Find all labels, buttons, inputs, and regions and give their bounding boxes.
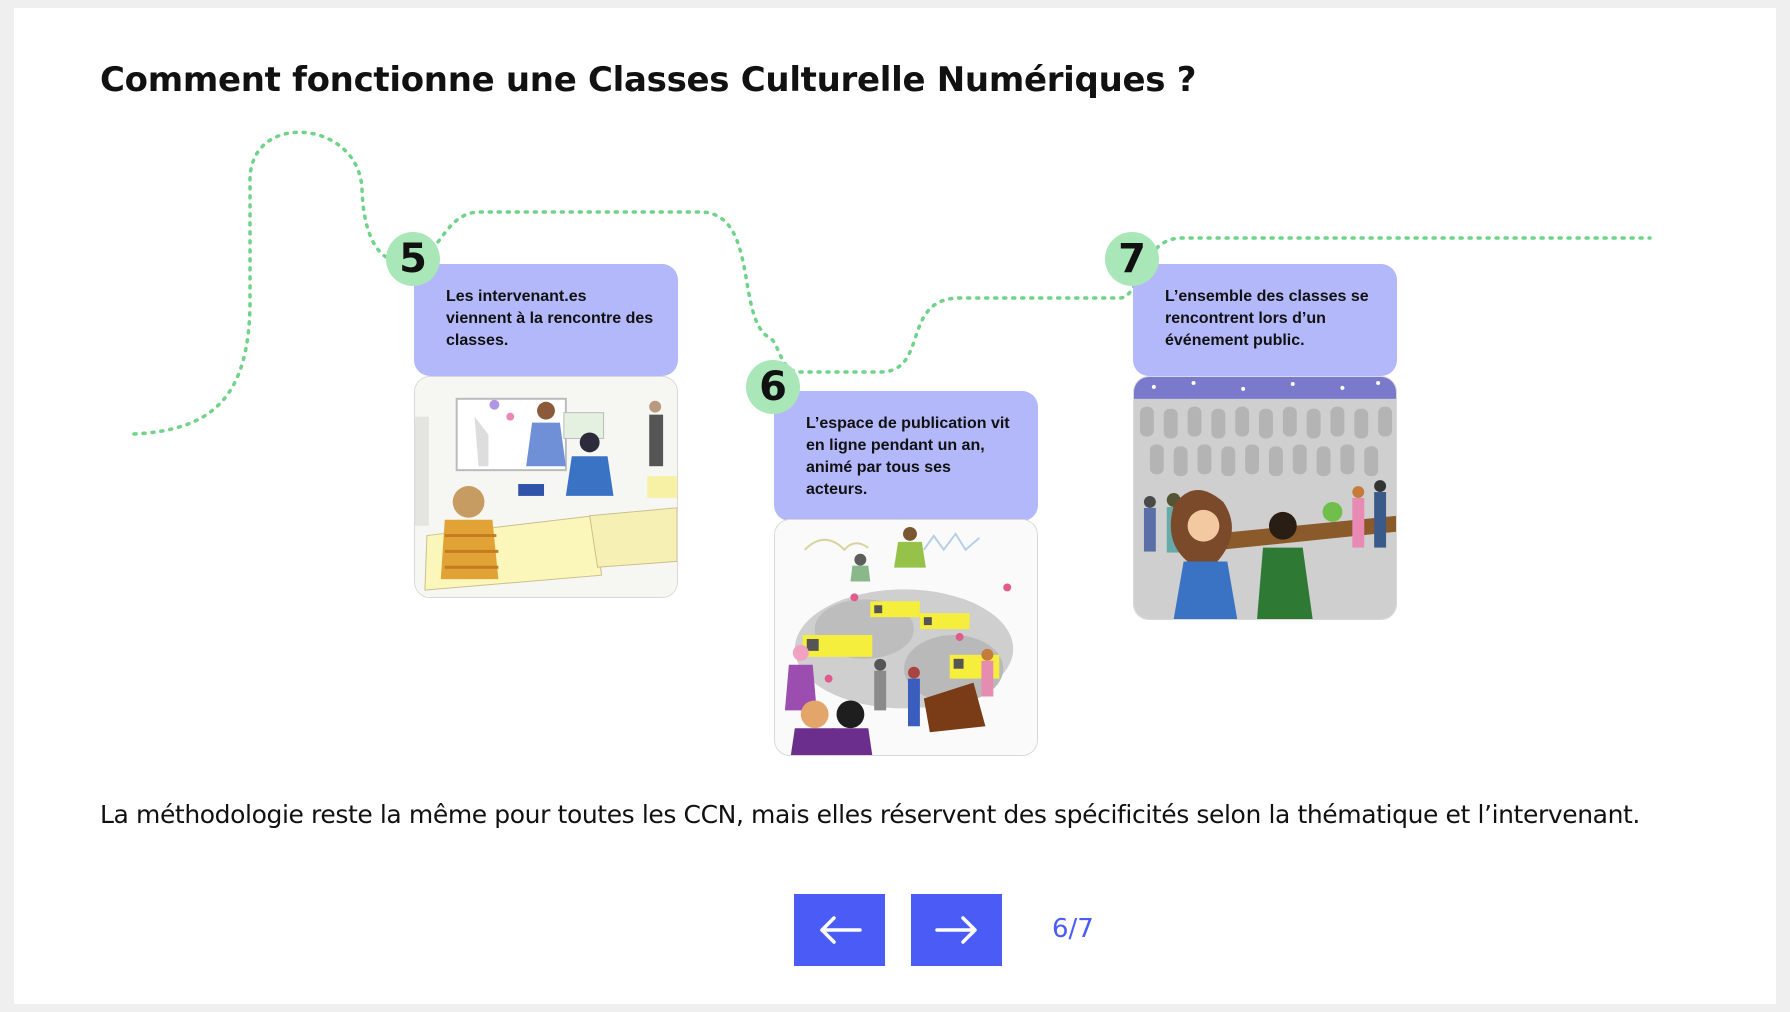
step-number-badge: 5 <box>386 232 440 286</box>
step-6: 6 L’espace de publication vit en ligne p… <box>746 360 1038 756</box>
step-7: 7 L’ensemble des classes se rencontrent … <box>1105 232 1397 620</box>
step-card: L’ensemble des classes se rencontrent lo… <box>1133 264 1397 376</box>
methodology-description: La méthodologie reste la même pour toute… <box>100 800 1640 829</box>
publication-space-illustration <box>774 519 1038 756</box>
public-event-illustration <box>1133 376 1397 620</box>
classroom-illustration <box>414 376 678 598</box>
step-5: 5 Les intervenant.es viennent à la renco… <box>386 232 678 598</box>
next-button[interactable] <box>911 894 1002 966</box>
page-indicator: 6/7 <box>1052 914 1094 944</box>
step-number-badge: 6 <box>746 360 800 414</box>
step-card: L’espace de publication vit en ligne pen… <box>774 391 1038 521</box>
arrow-right-icon <box>934 916 977 944</box>
step-card: Les intervenant.es viennent à la rencont… <box>414 264 678 376</box>
arrow-left-icon <box>819 916 862 944</box>
page-title: Comment fonctionne une Classes Culturell… <box>100 60 1197 100</box>
step-number-badge: 7 <box>1105 232 1159 286</box>
previous-button[interactable] <box>794 894 885 966</box>
